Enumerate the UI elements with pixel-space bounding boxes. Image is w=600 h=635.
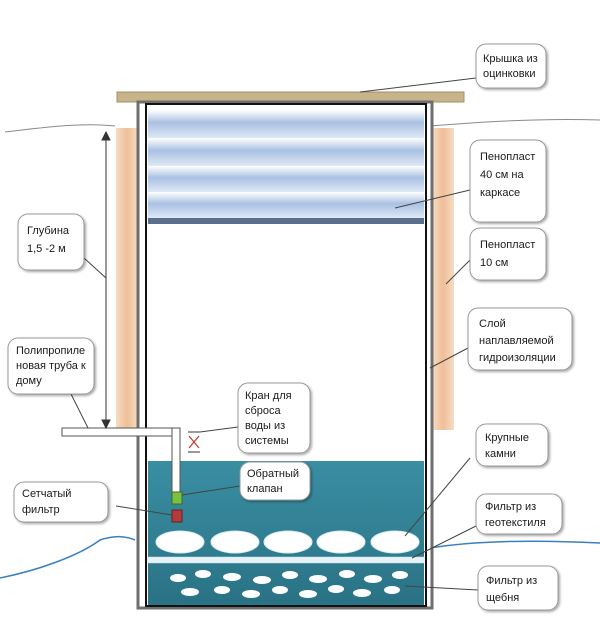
label-line: наплавляемой xyxy=(479,335,554,347)
callout-big-stones: Крупные камни xyxy=(475,423,549,467)
callout-check-valve: Обратный клапан xyxy=(239,461,311,501)
ground-line-top xyxy=(4,118,600,133)
callout-waterproof: Слой наплавляемой гидроизоляции xyxy=(467,307,573,371)
pointer-geotextile xyxy=(411,525,477,559)
pointer-waterproof xyxy=(429,347,469,369)
label-line: камни xyxy=(485,448,516,460)
check-valve-icon xyxy=(171,491,183,505)
pointer-foam-frame xyxy=(394,189,471,209)
pointer-lid xyxy=(359,77,477,93)
big-stones xyxy=(155,530,420,554)
label-line: Пенопласт xyxy=(480,239,535,251)
label-line: клапан xyxy=(247,483,283,495)
label-line: новая труба к xyxy=(16,360,86,372)
insulation-right xyxy=(432,128,454,430)
pointer-pipe xyxy=(69,391,89,429)
pointer-gravel xyxy=(404,585,479,591)
callout-gravel: Фильтр из щебня xyxy=(477,565,559,611)
geotextile-layer xyxy=(147,556,425,564)
label-line: каркасе xyxy=(480,187,520,199)
label-line: сброса xyxy=(245,405,282,417)
label-line: Полипропиле xyxy=(16,345,85,357)
label-line: Крупные xyxy=(485,432,529,444)
label-line: Глубина xyxy=(27,225,70,237)
mesh-filter-icon xyxy=(171,509,183,523)
label-line: Обратный xyxy=(247,468,299,480)
callout-lid: Крышка из оцинковки xyxy=(475,43,547,89)
drain-valve-icon xyxy=(188,431,200,453)
ground-line-bottom xyxy=(0,535,600,579)
callout-geotextile: Фильтр из геотекстиля xyxy=(475,493,563,535)
label-line: Кран для xyxy=(245,390,292,402)
label-line: Сетчатый xyxy=(22,488,71,500)
foam-insulation-block xyxy=(148,110,424,224)
label-line: Фильтр из xyxy=(485,501,536,513)
label-line: гидроизоляции xyxy=(479,352,556,364)
label-line: оцинковки xyxy=(483,68,536,80)
insulation-left xyxy=(116,128,138,430)
label-line: дому xyxy=(16,375,42,387)
label-line: Крышка из xyxy=(483,53,538,65)
callout-foam-frame: Пенопласт 40 см на каркасе xyxy=(469,139,547,223)
pointer-big-stones xyxy=(404,457,471,537)
label-line: фильтр xyxy=(22,504,60,516)
pointer-drain-valve xyxy=(199,426,239,433)
depth-arrow xyxy=(101,130,111,430)
label-line: щебня xyxy=(486,592,519,604)
callout-drain-valve: Кран для сброса воды из системы xyxy=(237,382,311,454)
callout-depth: Глубина 1,5 -2 м xyxy=(17,213,85,271)
gravel-layer xyxy=(170,570,408,598)
callout-pipe: Полипропиле новая труба к дому xyxy=(7,337,95,395)
pointer-foam-side xyxy=(445,259,471,285)
label-line: системы xyxy=(245,435,289,447)
label-line: Пенопласт xyxy=(480,151,535,163)
label-line: геотекстиля xyxy=(485,517,546,529)
label-line: 40 см на xyxy=(480,169,524,181)
label-line: Слой xyxy=(479,318,506,330)
callout-foam-side: Пенопласт 10 см xyxy=(469,227,547,281)
label-line: Фильтр из xyxy=(486,575,537,587)
callout-mesh-filter: Сетчатый фильтр xyxy=(13,481,109,523)
pointer-depth xyxy=(83,257,107,279)
pointer-check-valve xyxy=(181,485,241,496)
pointer-mesh-filter xyxy=(115,505,173,516)
label-line: 10 см xyxy=(480,257,508,269)
label-line: 1,5 -2 м xyxy=(27,243,66,255)
label-line: воды из xyxy=(245,420,285,432)
